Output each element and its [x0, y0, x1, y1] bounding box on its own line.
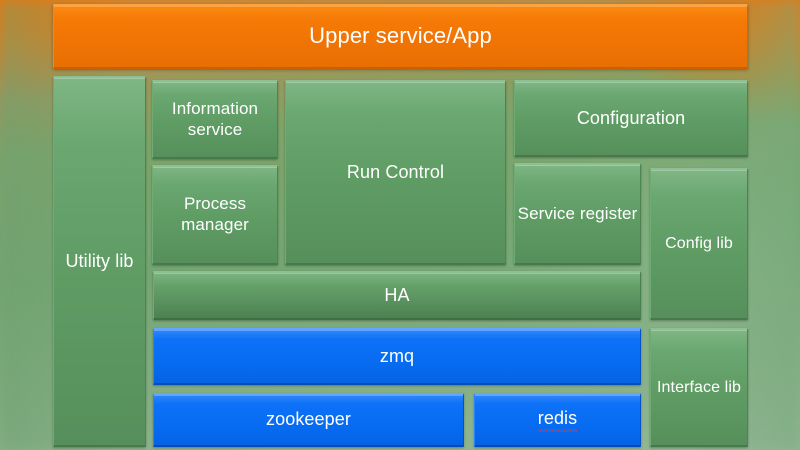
upper-service-app-label: Upper service/App	[309, 23, 492, 49]
upper-service-app-block[interactable]: Upper service/App	[53, 4, 748, 69]
zookeeper-label: zookeeper	[266, 409, 351, 430]
utility-lib-block[interactable]: Utility lib	[53, 76, 146, 447]
interface-lib-label: Interface lib	[656, 378, 741, 396]
configuration-label: Configuration	[576, 107, 686, 128]
process-manager-block[interactable]: Process manager	[152, 165, 278, 265]
ha-block[interactable]: HA	[153, 271, 641, 320]
run-control-block[interactable]: Run Control	[285, 80, 506, 265]
zmq-block[interactable]: zmq	[153, 328, 641, 385]
zmq-label: zmq	[379, 345, 415, 366]
redis-block[interactable]: redis	[474, 393, 641, 447]
process-manager-label: Process manager	[181, 194, 249, 234]
config-lib-label: Config lib	[665, 235, 733, 253]
run-control-label: Run Control	[346, 161, 445, 182]
information-service-label: Information service	[171, 98, 259, 139]
redis-label: redis	[537, 408, 578, 432]
ha-label: HA	[384, 284, 410, 305]
service-register-label: Service register	[517, 203, 638, 223]
config-lib-block[interactable]: Config lib	[650, 168, 748, 320]
configuration-block[interactable]: Configuration	[514, 80, 748, 157]
information-service-block[interactable]: Information service	[152, 80, 278, 159]
interface-lib-block[interactable]: Interface lib	[650, 328, 748, 447]
utility-lib-label: Utility lib	[65, 250, 134, 271]
zookeeper-block[interactable]: zookeeper	[153, 393, 464, 447]
service-register-block[interactable]: Service register	[514, 163, 641, 265]
